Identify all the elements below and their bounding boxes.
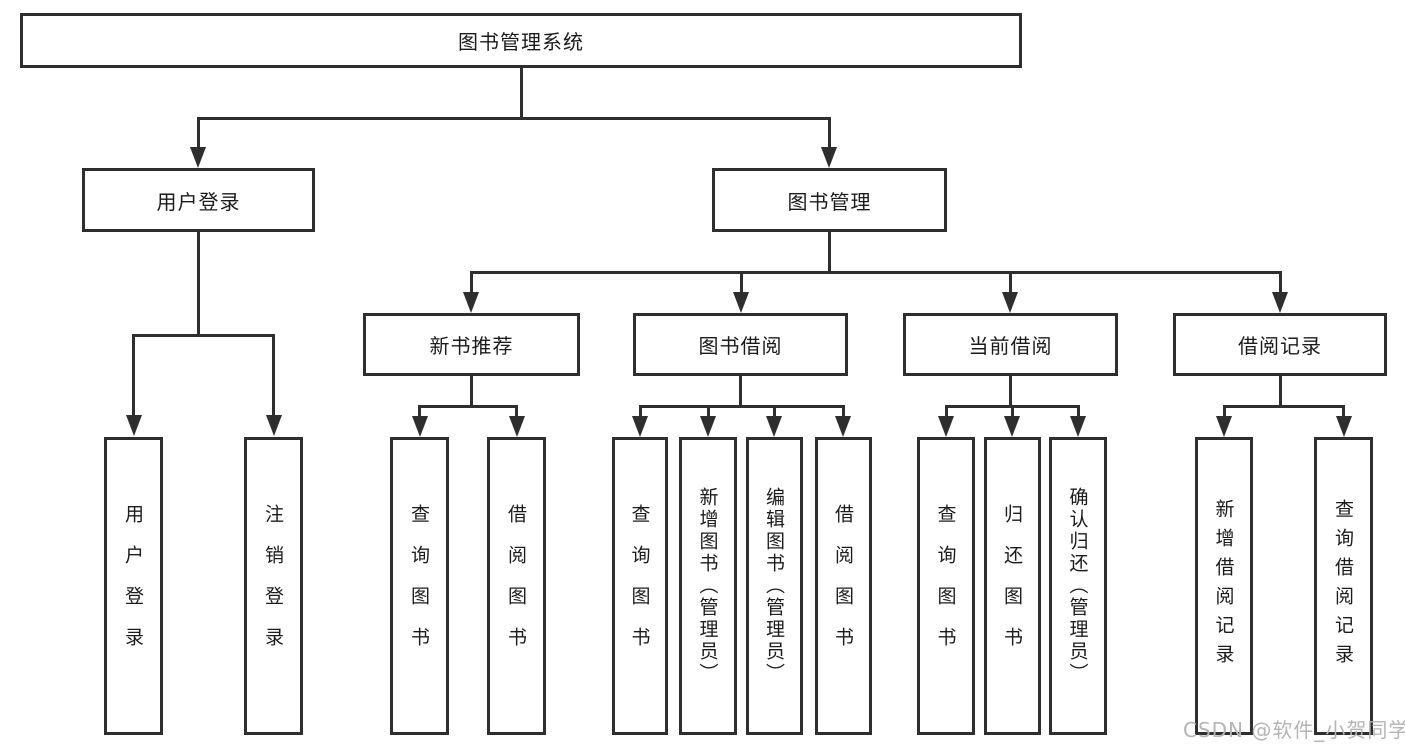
leaf-borrow-books-1: 借阅图书 — [487, 437, 546, 735]
leaf-borrow-books-2: 借阅图书 — [815, 437, 872, 735]
arrow-down-icon — [463, 292, 479, 313]
connector-leaf-stem — [1011, 405, 1014, 421]
arrow-down-icon — [835, 416, 851, 437]
connector-leaf-stem — [515, 405, 518, 421]
leaf-return-books: 归还图书 — [984, 437, 1041, 735]
arrow-down-icon — [733, 292, 749, 313]
connector-leaf-stem — [1077, 405, 1080, 421]
leaf-user-login-label: 用户登录 — [122, 504, 144, 668]
connector-root-stem — [520, 68, 523, 118]
connector-book-mgmt-branch — [470, 271, 1282, 274]
arrow-down-icon — [190, 147, 206, 168]
connector-book-borrowing-branch — [639, 405, 844, 408]
leaf-query-books-3-label: 查询图书 — [934, 504, 957, 668]
arrow-down-icon — [1336, 416, 1352, 437]
arrow-down-icon — [632, 416, 648, 437]
node-root-label: 图书管理系统 — [458, 30, 584, 54]
connector-to-leaf-login — [132, 334, 135, 418]
connector-book-mgmt-stem — [828, 232, 831, 274]
node-book-borrowing-label: 图书借阅 — [698, 334, 783, 358]
leaf-add-books-admin-label: 新增图书（管理员） — [696, 487, 719, 685]
leaf-logout-label: 注销登录 — [262, 504, 284, 668]
arrow-down-icon — [1272, 292, 1288, 313]
connector-root-branch — [197, 117, 831, 120]
connector-leaf-stem — [418, 405, 421, 421]
connector-leaf-stem — [945, 405, 948, 421]
connector-borrowing-records-stem — [1279, 376, 1282, 407]
connector-to-leaf-logout — [272, 334, 275, 418]
leaf-query-books-1-label: 查询图书 — [408, 504, 430, 668]
leaf-borrow-books-2-label: 借阅图书 — [832, 504, 854, 668]
connector-borrowing-records-branch — [1223, 405, 1344, 408]
node-current-borrowing-label: 当前借阅 — [968, 334, 1053, 358]
leaf-query-books-1: 查询图书 — [390, 437, 449, 735]
connector-book-borrowing-stem — [739, 376, 742, 407]
connector-to-current-borrowing — [1009, 271, 1012, 295]
leaf-query-books-2: 查询图书 — [612, 437, 668, 735]
arrow-down-icon — [938, 416, 954, 437]
connector-user-login-branch — [132, 334, 275, 337]
connector-to-new-books — [470, 271, 473, 295]
node-book-borrowing: 图书借阅 — [633, 313, 848, 376]
leaf-return-books-label: 归还图书 — [1001, 504, 1023, 668]
leaf-add-books-admin: 新增图书（管理员） — [679, 437, 737, 735]
leaf-edit-books-admin: 编辑图书（管理员） — [746, 437, 803, 735]
leaf-user-login: 用户登录 — [104, 437, 163, 735]
leaf-add-borrow-record: 新增借阅记录 — [1195, 437, 1253, 735]
arrow-down-icon — [266, 415, 282, 436]
connector-leaf-stem — [773, 405, 776, 421]
arrow-down-icon — [1002, 292, 1018, 313]
arrow-down-icon — [412, 416, 428, 437]
node-root-system: 图书管理系统 — [20, 13, 1022, 68]
leaf-add-borrow-record-label: 新增借阅记录 — [1212, 499, 1235, 673]
node-book-management-label: 图书管理 — [787, 189, 872, 214]
leaf-logout: 注销登录 — [244, 437, 303, 735]
arrow-down-icon — [509, 416, 525, 437]
connector-to-borrowing-records — [1279, 271, 1282, 295]
arrow-down-icon — [126, 415, 142, 436]
connector-leaf-stem — [707, 405, 710, 421]
leaf-query-borrow-record-label: 查询借阅记录 — [1332, 499, 1354, 673]
arrow-down-icon — [766, 416, 782, 437]
node-borrowing-records: 借阅记录 — [1173, 313, 1387, 376]
node-borrowing-records-label: 借阅记录 — [1238, 334, 1322, 358]
leaf-confirm-return-admin: 确认归还（管理员） — [1049, 437, 1107, 735]
connector-leaf-stem — [639, 405, 642, 421]
leaf-query-borrow-record: 查询借阅记录 — [1314, 437, 1373, 735]
connector-leaf-stem — [1223, 405, 1226, 421]
connector-new-books-branch — [418, 405, 518, 408]
connector-to-user-login — [197, 117, 200, 150]
leaf-query-books-2-label: 查询图书 — [628, 504, 651, 668]
connector-to-book-borrowing — [740, 271, 743, 295]
leaf-edit-books-admin-label: 编辑图书（管理员） — [763, 487, 785, 685]
node-user-login: 用户登录 — [82, 168, 315, 232]
arrow-down-icon — [1070, 416, 1086, 437]
node-user-login-label: 用户登录 — [156, 189, 241, 214]
connector-new-books-stem — [470, 376, 473, 407]
node-current-borrowing: 当前借阅 — [903, 313, 1118, 376]
leaf-confirm-return-admin-label: 确认归还（管理员） — [1066, 487, 1089, 685]
connector-user-login-stem — [197, 232, 200, 337]
leaf-query-books-3: 查询图书 — [917, 437, 975, 735]
arrow-down-icon — [1216, 416, 1232, 437]
arrow-down-icon — [821, 147, 837, 168]
node-new-book-recommend-label: 新书推荐 — [429, 334, 514, 358]
node-book-management: 图书管理 — [712, 168, 947, 232]
connector-current-borrowing-stem — [1009, 376, 1012, 407]
leaf-borrow-books-1-label: 借阅图书 — [505, 504, 527, 668]
connector-to-book-mgmt — [828, 117, 831, 150]
connector-leaf-stem — [1342, 405, 1345, 421]
arrow-down-icon — [1004, 416, 1020, 437]
node-new-book-recommend: 新书推荐 — [363, 313, 580, 376]
connector-leaf-stem — [842, 405, 845, 421]
arrow-down-icon — [700, 416, 716, 437]
